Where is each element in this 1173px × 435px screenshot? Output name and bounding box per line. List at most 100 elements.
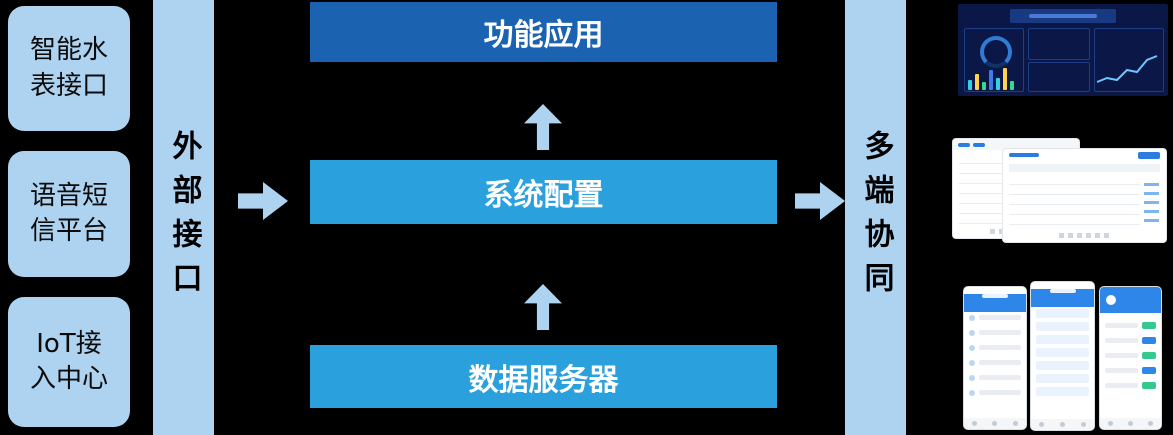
app-header <box>1100 287 1161 313</box>
source-box-iot-center: IoT接 入中心 <box>8 297 130 427</box>
action-button <box>1142 367 1156 374</box>
tab-icon <box>1060 422 1065 427</box>
toolbar-button <box>973 142 985 147</box>
arrow-right-icon <box>795 182 845 220</box>
arrow-up-icon <box>524 284 562 330</box>
mobile-screenshot-3 <box>1100 287 1161 429</box>
avatar <box>969 359 975 366</box>
action-row <box>1105 318 1156 333</box>
bar-chart <box>968 64 1014 90</box>
action-row <box>1105 363 1156 378</box>
row-text <box>979 390 1021 395</box>
list-rows <box>1036 305 1089 416</box>
dashboard-screenshot <box>958 4 1168 96</box>
table-rows <box>1009 175 1140 229</box>
list-card <box>1036 348 1089 357</box>
action-row <box>1105 378 1156 393</box>
avatar <box>1106 295 1116 305</box>
arrow-up-icon <box>524 104 562 150</box>
arrow-right-icon <box>238 182 288 220</box>
list-row <box>969 310 1021 325</box>
list-row <box>969 370 1021 385</box>
tab-icon <box>1127 421 1133 426</box>
primary-button <box>1138 152 1160 159</box>
line-chart <box>1096 55 1158 83</box>
list-row <box>969 340 1021 355</box>
tab-icon <box>1039 422 1044 427</box>
window-toolbar <box>953 139 1079 150</box>
dashboard-panel <box>1094 28 1164 92</box>
row-text <box>979 375 1021 380</box>
pagination-dots <box>1058 233 1111 238</box>
row-text <box>979 345 1021 350</box>
mobile-screenshot-1 <box>964 287 1026 429</box>
bar <box>1010 81 1014 90</box>
multi-terminal-rail: 多端协同 <box>845 0 906 435</box>
list-row <box>969 385 1021 400</box>
action-rows <box>1105 318 1156 415</box>
row-text <box>1105 323 1138 328</box>
gauge-chart <box>980 36 1012 68</box>
dashboard-panel <box>964 28 1024 92</box>
action-button <box>1142 352 1156 359</box>
avatar <box>969 374 975 381</box>
tab-bar <box>1100 418 1161 429</box>
action-row <box>1105 348 1156 363</box>
avatar <box>969 344 975 351</box>
toolbar-button <box>958 142 970 147</box>
bar <box>989 70 993 90</box>
list-card <box>1036 374 1089 383</box>
avatar <box>969 389 975 396</box>
avatar <box>969 329 975 336</box>
list-card <box>1036 309 1089 318</box>
row-text <box>1105 338 1138 343</box>
tab-bar <box>1031 419 1094 430</box>
layer-system-config: 系统配置 <box>310 160 777 224</box>
action-button <box>1142 322 1156 329</box>
list-card <box>1036 387 1089 396</box>
tab-icon <box>1013 421 1019 426</box>
row-action-links <box>1144 177 1159 228</box>
external-interface-rail: 外部接口 <box>153 0 214 435</box>
table-header-row <box>1009 164 1160 172</box>
list-row <box>969 325 1021 340</box>
tab-icon <box>1107 421 1113 426</box>
admin-table-screenshot-front <box>1003 149 1166 242</box>
tab-icon <box>971 421 977 426</box>
layer-data-server: 数据服务器 <box>310 345 777 408</box>
source-box-voice-sms: 语音短 信平台 <box>8 151 130 277</box>
bar <box>996 78 1000 90</box>
app-header <box>964 294 1026 312</box>
app-title-text <box>982 294 1008 298</box>
app-header <box>1031 289 1094 307</box>
list-card <box>1036 322 1089 331</box>
row-text <box>1105 353 1138 358</box>
row-text <box>1105 368 1138 373</box>
dashboard-title-text <box>1029 14 1097 18</box>
action-row <box>1105 333 1156 348</box>
list-row <box>969 355 1021 370</box>
list-card <box>1036 361 1089 370</box>
dashboard-title-bar <box>1010 9 1116 23</box>
layer-function-application: 功能应用 <box>310 2 777 62</box>
list-card <box>1036 335 1089 344</box>
action-button <box>1142 337 1156 344</box>
source-box-smart-meter: 智能水 表接口 <box>8 6 130 131</box>
action-button <box>1142 382 1156 389</box>
bar <box>968 80 972 90</box>
app-title-text <box>1049 289 1076 293</box>
avatar <box>969 314 975 321</box>
row-text <box>979 360 1021 365</box>
tab-icon <box>1148 421 1154 426</box>
bar <box>1003 68 1007 90</box>
dashboard-panel <box>1028 28 1090 60</box>
bar <box>982 82 986 90</box>
row-text <box>979 315 1021 320</box>
bar <box>975 74 979 90</box>
list-rows <box>969 310 1021 415</box>
breadcrumb-text <box>1009 153 1039 157</box>
tab-icon <box>1081 422 1086 427</box>
mobile-screenshot-2 <box>1031 282 1094 430</box>
row-text <box>1105 383 1138 388</box>
